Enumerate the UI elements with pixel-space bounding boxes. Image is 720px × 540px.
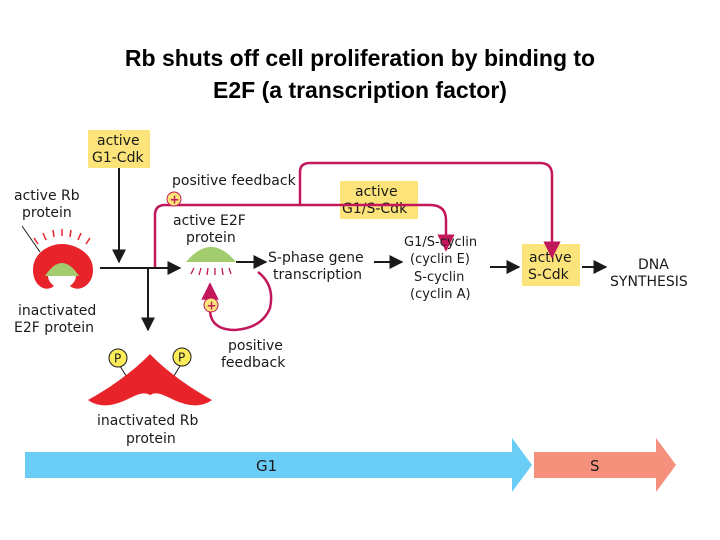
top-feedback-loop	[153, 161, 561, 268]
plus-circle-top: +	[166, 191, 182, 207]
active-rb-protein-shape	[33, 244, 93, 289]
dna-synthesis-label-1: DNA	[638, 257, 669, 273]
phosphate-left: P	[108, 348, 128, 368]
active-e2f-label-2: protein	[186, 230, 236, 246]
bottom-feedback-loop	[201, 271, 273, 332]
active-g1-cdk-label-1: active	[97, 133, 140, 149]
bound-e2f-protein-shape	[45, 263, 79, 276]
cyclin-label-1: G1/S-cyclin	[404, 235, 477, 250]
active-rb-pointer	[21, 225, 41, 253]
active-s-cdk-label-2: S-Cdk	[528, 267, 570, 283]
inactivated-rb-protein-shape	[88, 354, 212, 406]
positive-feedback-top-label: positive feedback	[172, 173, 297, 189]
active-g1-cdk-box	[88, 130, 150, 168]
rb-e2f-complex	[33, 229, 93, 289]
active-g1-cdk-label-2: G1-Cdk	[92, 150, 144, 166]
inactivated-rb: P P	[88, 347, 212, 406]
g1-phase-label: G1	[256, 457, 277, 475]
active-s-cdk-label-1: active	[529, 250, 572, 266]
g1-phase-arrow	[25, 438, 532, 492]
active-e2f-label-1: active E2F	[173, 213, 246, 229]
svg-text:P: P	[114, 352, 121, 366]
s-phase-transcription-label-2: transcription	[273, 267, 362, 283]
active-e2f	[186, 247, 236, 276]
dna-synthesis-label-2: SYNTHESIS	[610, 274, 688, 290]
active-rb-label-1: active Rb	[14, 188, 80, 204]
inactivated-rb-label-2: protein	[126, 431, 176, 447]
s-phase-transcription-label-1: S-phase gene	[268, 250, 364, 266]
s-phase-arrow	[534, 438, 676, 492]
phosphate-right: P	[172, 347, 192, 367]
active-rb-rays	[33, 229, 91, 245]
cyclin-label-3: S-cyclin	[414, 270, 464, 285]
positive-feedback-bottom-label-1: positive	[228, 338, 283, 354]
svg-text:+: +	[207, 299, 217, 313]
svg-text:P: P	[178, 351, 185, 365]
slide-title: Rb shuts off cell proliferation by bindi…	[0, 42, 720, 106]
s-phase-label: S	[590, 457, 600, 475]
title-line-2: E2F (a transcription factor)	[213, 77, 507, 103]
active-e2f-protein-shape	[186, 247, 236, 262]
svg-text:+: +	[170, 193, 180, 207]
active-e2f-rays	[190, 267, 232, 276]
cyclin-label-4: (cyclin A)	[410, 287, 471, 302]
inactivated-e2f-label-2: E2F protein	[14, 320, 94, 336]
inactivated-e2f-label-1: inactivated	[18, 303, 96, 319]
g1s-feedback-loop	[300, 203, 455, 252]
cyclin-label-2: (cyclin E)	[410, 252, 470, 267]
title-line-1: Rb shuts off cell proliferation by bindi…	[124, 45, 596, 71]
active-rb-label-2: protein	[22, 205, 72, 221]
positive-feedback-bottom-label-2: feedback	[221, 355, 286, 371]
active-g1s-cdk-label-2: G1/S-Cdk	[342, 201, 408, 217]
plus-circle-bottom: +	[203, 297, 219, 313]
active-g1s-cdk-label-1: active	[355, 184, 398, 200]
active-g1s-cdk-box	[340, 181, 418, 219]
inactivated-rb-label-1: inactivated Rb	[97, 413, 198, 429]
